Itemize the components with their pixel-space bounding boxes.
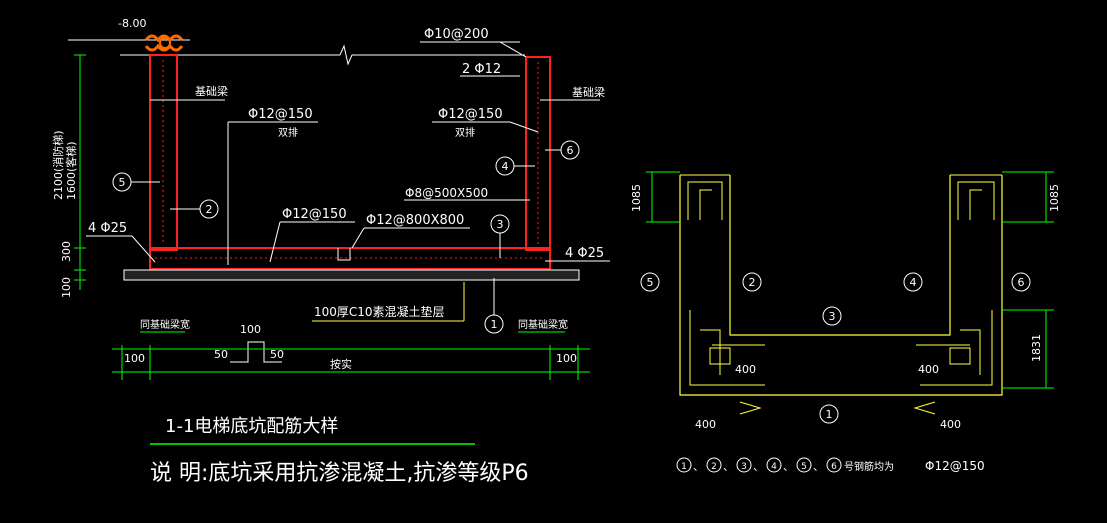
svg-text:5: 5 (647, 276, 654, 289)
sump-notch (337, 248, 351, 261)
dim-100: 100 (60, 277, 73, 298)
dim-100-right: 100 (556, 352, 577, 365)
pit-inner-outline (176, 55, 527, 249)
rebar-detail: 1085 1085 1831 400 400 400 400 5 2 4 6 3… (630, 171, 1061, 473)
circle-4: 4 (495, 156, 535, 176)
svg-text:1: 1 (491, 318, 498, 331)
detail-circle-3: 3 (822, 306, 842, 326)
legend-text: 号钢筋均为 (844, 460, 894, 473)
dim-1085-left: 1085 (630, 184, 643, 212)
cushion-layer (123, 269, 580, 281)
legend-circle-4: 4 (766, 457, 782, 473)
svg-text:1: 1 (681, 462, 687, 472)
svg-text:3: 3 (741, 462, 747, 472)
height-dim-label: 2100(消防梯) 1600(客梯) (51, 127, 78, 200)
label-jichuliang-left: 基础梁 (195, 84, 228, 98)
legend-circle-6: 6 (826, 457, 842, 473)
svg-text:3: 3 (497, 218, 504, 231)
dim-400-d: 400 (940, 418, 961, 431)
legend-sep-1: 、 (693, 460, 704, 473)
rebar-2phi12: 2 Φ12 (462, 62, 501, 77)
legend-value: Φ12@150 (925, 459, 985, 473)
detail-circle-4: 4 (903, 272, 923, 292)
detail-circle-6: 6 (1011, 272, 1031, 292)
legend-sep-4: 、 (783, 460, 794, 473)
beam-width-left: 同基础梁宽 (140, 318, 190, 331)
inner-u-bar (729, 175, 951, 336)
rebar-phi12-800: Φ12@800X800 (366, 213, 464, 228)
legend-circle-3: 3 (736, 457, 752, 473)
height-dim-line1: 2100(消防梯) (51, 130, 65, 200)
dim-100-left: 100 (124, 352, 145, 365)
legend-circle-2: 2 (706, 457, 722, 473)
dim-actual: 按实 (330, 357, 352, 371)
svg-text:5: 5 (119, 176, 126, 189)
svg-text:1: 1 (826, 408, 833, 421)
dim-50-right: 50 (270, 348, 284, 361)
section-drawing: -8.00 2100(消防梯) 1600(客梯) (51, 17, 610, 380)
svg-text:4: 4 (502, 160, 509, 173)
rebar-4phi25-right: 4 Φ25 (565, 246, 604, 261)
dim-400-c: 400 (695, 418, 716, 431)
label-double-right: 双排 (455, 126, 475, 139)
design-note: 说 明:底坑采用抗渗混凝土,抗渗等级P6 (150, 461, 529, 486)
dim-400-a: 400 (735, 363, 756, 376)
svg-text:2: 2 (711, 462, 717, 472)
svg-text:4: 4 (771, 462, 777, 472)
dim-100-top: 100 (240, 323, 261, 336)
rebar-phi10-200: Φ10@200 (424, 27, 489, 42)
dim-1831: 1831 (1030, 334, 1043, 362)
legend-sep-3: 、 (753, 460, 764, 473)
dim-50-left: 50 (214, 348, 228, 361)
height-dim-line2: 1600(客梯) (64, 141, 78, 200)
dim-400-b: 400 (918, 363, 939, 376)
svg-text:4: 4 (910, 276, 917, 289)
circle-1: 1 (484, 278, 504, 334)
circle-3: 3 (490, 214, 510, 258)
rebar-phi8: Φ8@500X500 (405, 186, 488, 200)
label-double-left: 双排 (278, 126, 298, 139)
sump-detail (230, 341, 282, 363)
svg-text:6: 6 (567, 144, 574, 157)
rebar-phi12-150-left: Φ12@150 (248, 107, 313, 122)
break-symbol (339, 44, 353, 66)
rebar-phi12-150-bottom: Φ12@150 (282, 207, 347, 222)
legend-sep-5: 、 (813, 460, 824, 473)
detail-circle-5: 5 (640, 272, 660, 292)
drawing-title: 1-1电梯底坑配筋大样 (165, 416, 338, 437)
legend-circle-1: 1 (676, 457, 692, 473)
orange-mark-icon (144, 34, 184, 52)
outer-u-bar (679, 175, 1003, 396)
svg-text:6: 6 (831, 462, 837, 472)
label-jichuliang-right: 基础梁 (572, 85, 605, 99)
legend-sep-2: 、 (723, 460, 734, 473)
svg-text:2: 2 (749, 276, 756, 289)
svg-text:6: 6 (1018, 276, 1025, 289)
circle-5: 5 (112, 172, 160, 192)
svg-text:5: 5 (801, 462, 807, 472)
detail-circle-1: 1 (819, 404, 839, 424)
top-elevation: -8.00 (118, 17, 146, 30)
svg-text:2: 2 (206, 203, 213, 216)
rebar-phi12-150-right: Φ12@150 (438, 107, 503, 122)
circle-2: 2 (170, 199, 219, 219)
dim-300: 300 (60, 241, 73, 262)
circle-6: 6 (545, 140, 580, 160)
detail-circle-2: 2 (742, 272, 762, 292)
cushion-label: 100厚C10素混凝土垫层 (314, 304, 445, 319)
dim-1085-right: 1085 (1048, 184, 1061, 212)
rebar-legend: 1 、 2 、 3 、 4 、 5 、 6 号钢筋均为 Φ12@150 (676, 457, 985, 473)
rebar-4phi25-left: 4 Φ25 (88, 221, 127, 236)
beam-width-right: 同基础梁宽 (518, 318, 568, 331)
svg-text:3: 3 (829, 310, 836, 323)
legend-circle-5: 5 (796, 457, 812, 473)
